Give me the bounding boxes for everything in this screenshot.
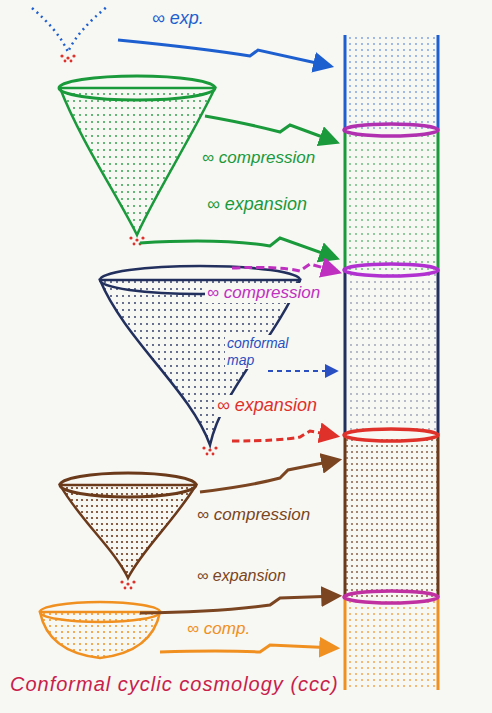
map-arrow bbox=[140, 238, 336, 258]
label-holder: ∞ compression bbox=[205, 283, 322, 303]
cylinder-wall bbox=[345, 35, 438, 130]
aeon-cone bbox=[32, 6, 108, 52]
cylinder-wall bbox=[345, 435, 438, 597]
label-holder: ∞ expansion bbox=[205, 194, 309, 216]
map-arrow bbox=[205, 116, 336, 142]
arrow-label: ∞ expansion bbox=[195, 566, 288, 585]
arrow-label: ∞ exp. bbox=[150, 8, 206, 30]
label-holder: ∞ comp. bbox=[185, 619, 252, 639]
aeon-cone bbox=[60, 485, 196, 578]
aeon-band bbox=[345, 435, 438, 597]
aeon-cones bbox=[32, 6, 300, 658]
map-arrow bbox=[232, 431, 336, 441]
cylinder-wall bbox=[345, 597, 438, 690]
label-holder: conformal map bbox=[225, 335, 321, 369]
arrow-label: ∞ compression bbox=[205, 283, 322, 303]
map-arrows bbox=[118, 40, 338, 652]
big-bang-dots bbox=[202, 446, 217, 455]
big-bang-dots bbox=[60, 54, 75, 62]
big-bang-dots bbox=[120, 580, 135, 589]
label-holder: ∞ compression bbox=[195, 505, 312, 525]
arrow-label: ∞ comp. bbox=[185, 619, 252, 639]
cylinder-wall bbox=[345, 130, 438, 270]
aeon-cone bbox=[60, 88, 215, 235]
crossover-ring bbox=[344, 264, 438, 276]
arrow-label: conformal map bbox=[225, 335, 321, 369]
map-arrow bbox=[118, 40, 330, 66]
map-arrow bbox=[200, 460, 338, 492]
label-holder: ∞ expansion bbox=[215, 395, 319, 417]
crossover-ring bbox=[344, 591, 438, 603]
universe-cylinder bbox=[344, 35, 438, 690]
aeon-band bbox=[345, 270, 438, 435]
label-holder: Conformal cyclic cosmology (ccc) bbox=[8, 672, 341, 696]
aeon-band bbox=[345, 597, 438, 690]
arrow-label: ∞ expansion bbox=[215, 395, 319, 417]
label-holder: ∞ exp. bbox=[150, 8, 206, 30]
map-arrow bbox=[268, 370, 336, 372]
cone-rim bbox=[60, 473, 196, 497]
crossover-ring bbox=[344, 124, 438, 136]
arrow-label: ∞ expansion bbox=[205, 194, 309, 216]
label-holder: ∞ expansion bbox=[195, 566, 288, 585]
arrow-label: ∞ compression bbox=[195, 505, 312, 525]
arrow-label: ∞ compression bbox=[200, 148, 317, 168]
map-arrow bbox=[232, 264, 338, 272]
label-holder: ∞ compression bbox=[200, 148, 317, 168]
caption-text: Conformal cyclic cosmology (ccc) bbox=[8, 672, 341, 696]
aeon-band bbox=[345, 35, 438, 130]
map-arrow bbox=[160, 645, 336, 652]
crossover-ring bbox=[344, 429, 438, 441]
aeon-band bbox=[345, 130, 438, 270]
map-arrow bbox=[140, 596, 338, 613]
cylinder-wall bbox=[345, 270, 438, 435]
cone-rim bbox=[59, 76, 215, 100]
